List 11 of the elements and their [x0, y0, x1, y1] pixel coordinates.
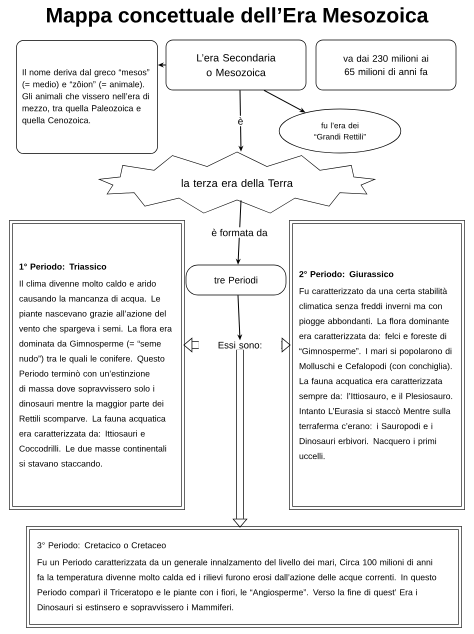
period-box: 1° Periodo: Triassico Il clima divenne molto caldo e arido causando la mancanza di acqua. Le piante nascevano grazie all’azione del vento che spargeva i semi. La flora era dominata da Gimnosperme (= “seme nudo”) tra le quali le conifere. Questo Periodo terminò con un’estinzione di massa dove sopravvissero solo i dinosauri mentre la maggior parte dei Rettili scomparve. La fauna acquatica era caratterizzata da: Ittiosauri e Coccodrilli. Le due masse continentali si stavano staccando. — [9, 220, 185, 510]
period-box: 3° Periodo: Cretacico o Cretaceo Fu un Periodo caratterizzata da un generale innalzamento del livello dei mari, Circa 100 milioni di anni fa la temperatura divenne molto calda ed i rilievi furono erosi dall’azione delle acque correnti. In questo Periodo comparì il Triceratopo e le piante con i fiori, le “Angiosperme”. Verso la fine di quest’ Era i Dinosauri si estinsero e sopravvissero i Mammiferi. — [26, 526, 462, 628]
period-box: 2° Periodo: Giurassico Fu caratterizzato da una certa stabilità climatica senza freddi inverni ma con piogge abbondanti. La flora dominante era caratterizzata da: felci e foreste di “Gimnosperme”. I mari si popolarono di Molluschi e Cefalopodi (con conchiglia). La fauna acquatica era caratterizzata sempre da: l’Ittiosauro, e il Plesiosauro. Intanto L’Eurasia si staccò Mentre sulla terraferma c’erano: i Sauropodi e i Dinosauri erbivori. Nacquero i primi uccelli. — [289, 220, 465, 510]
concept-box: va dai 230 milioni ai 65 milioni di anni fa — [316, 40, 456, 90]
concept-box: tre Periodi — [186, 264, 286, 296]
linking-text: Essi sono: — [218, 342, 262, 348]
title: Mappa concettuale dell’Era Mesozoica — [47, 7, 428, 27]
concept-box: L’era Secondaria o Mesozoica — [166, 40, 306, 90]
edge-label: è — [236, 116, 245, 126]
note-box: Il nome deriva dal greco “mesos” (= medio) e “zôion” (= animale). Gli animali che vissero nell’era di mezzo, tra quella Paleozoica e quella Cenozoica. — [16, 40, 158, 154]
edge-label: è formata da — [210, 227, 270, 238]
